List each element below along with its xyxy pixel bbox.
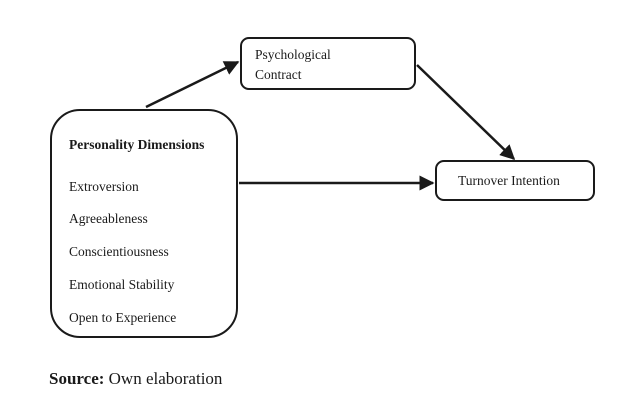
- turnover-intention-label: Turnover Intention: [458, 173, 560, 188]
- dimension-item: Agreeableness: [69, 211, 148, 226]
- psychological-contract-label-line2: Contract: [255, 67, 302, 82]
- arrow-personality-to-contract: [145, 60, 240, 109]
- dimension-item: Conscientiousness: [69, 244, 169, 259]
- dimension-item: Emotional Stability: [69, 277, 175, 292]
- source-label: Source:: [49, 369, 105, 388]
- arrow-contract-to-turnover: [416, 64, 516, 161]
- source-caption: Source: Own elaboration: [49, 369, 222, 389]
- psychological-contract-label-line1: Psychological: [255, 47, 331, 62]
- personality-dimensions-box: [50, 109, 238, 338]
- turnover-intention-box: [435, 160, 595, 201]
- psychological-contract-box: [240, 37, 416, 90]
- dimension-item: Extroversion: [69, 179, 139, 194]
- dimension-item: Open to Experience: [69, 310, 177, 325]
- source-text: Own elaboration: [108, 369, 223, 388]
- personality-dimensions-title: Personality Dimensions: [69, 137, 205, 152]
